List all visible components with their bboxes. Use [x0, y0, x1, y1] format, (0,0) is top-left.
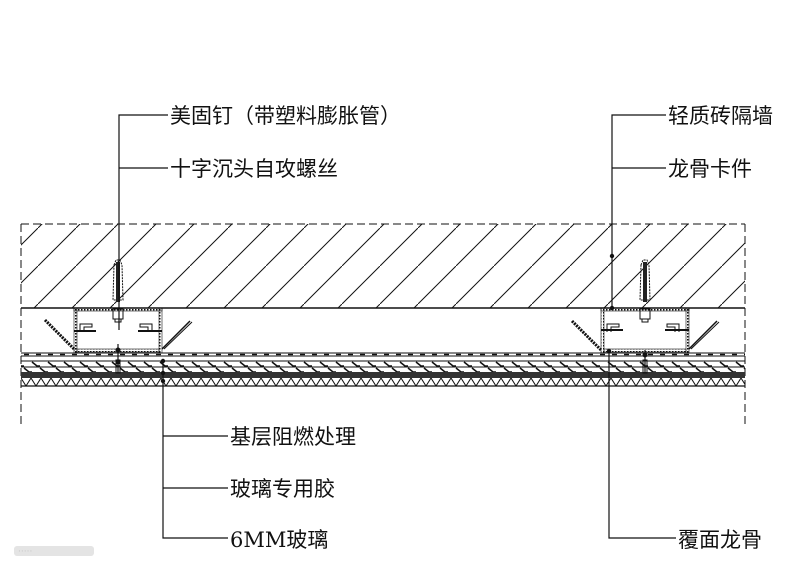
watermark: ····· — [14, 546, 94, 557]
label-glass-adhesive: 玻璃专用胶 — [230, 477, 335, 501]
label-countersunk-screw: 十字沉头自攻螺丝 — [170, 157, 338, 181]
label-fire-retardant: 基层阻燃处理 — [230, 425, 356, 449]
label-surface-keel: 覆面龙骨 — [678, 528, 762, 552]
svg-text:·····: ····· — [18, 547, 32, 557]
label-glass-6mm: 6MM玻璃 — [230, 528, 328, 552]
drawing-boundary — [20, 223, 746, 428]
label-keel-clip: 龙骨卡件 — [668, 157, 752, 181]
glass-layer — [21, 372, 745, 378]
leader-brick-wall — [611, 114, 666, 308]
leader-glass — [162, 360, 228, 539]
keel-assembly-left — [43, 259, 193, 374]
finish-layers — [21, 352, 745, 387]
brick-wall — [21, 224, 745, 309]
label-expansion-anchor: 美固钉（带塑料膨胀管） — [170, 104, 401, 128]
label-brick-wall: 轻质砖隔墙 — [668, 104, 773, 128]
keel-assembly-right — [570, 259, 720, 374]
leader-surface-keel — [608, 351, 676, 539]
leader-lines — [118, 114, 676, 539]
leader-expansion-anchor — [118, 114, 168, 330]
